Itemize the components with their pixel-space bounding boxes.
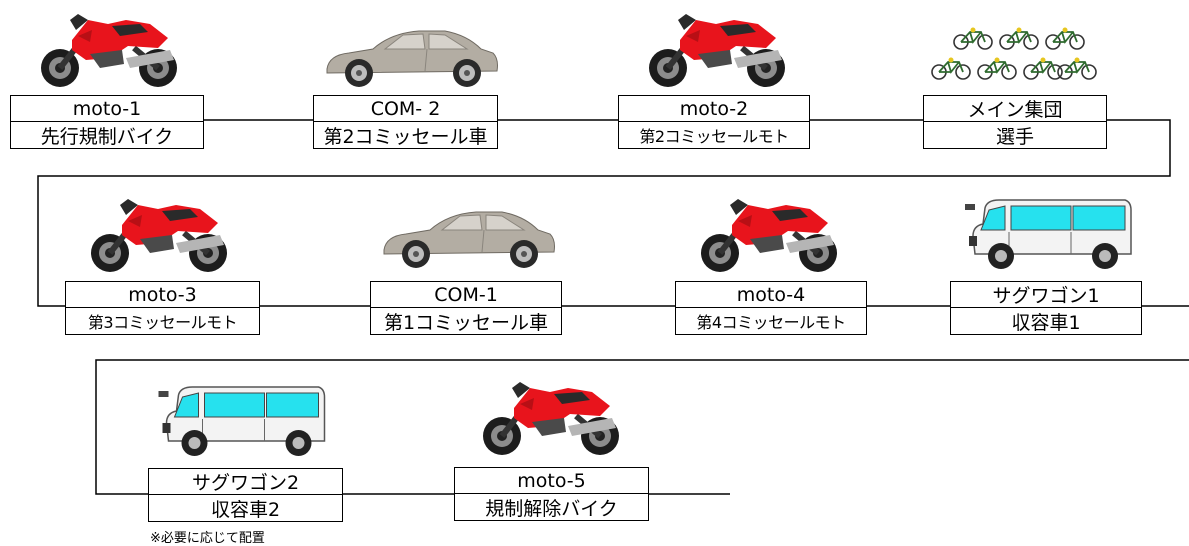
car-icon bbox=[326, 30, 498, 88]
unit-code: moto-1 bbox=[11, 96, 203, 122]
unit-role: 先行規制バイク bbox=[40, 125, 174, 148]
motorcycle-icon bbox=[472, 378, 632, 458]
motorcycle-icon bbox=[690, 195, 850, 275]
placement-note: ※必要に応じて配置 bbox=[150, 531, 265, 546]
label-box: moto-5 規制解除バイク bbox=[454, 467, 649, 521]
unit-code: moto-3 bbox=[66, 282, 259, 308]
unit-role: 規制解除バイク bbox=[485, 497, 618, 520]
motorcycle-icon bbox=[80, 195, 240, 275]
unit-code: サグワゴン1 bbox=[951, 282, 1141, 308]
label-box: サグワゴン2 収容車2 bbox=[148, 468, 343, 522]
label-box: moto-1 先行規制バイク bbox=[10, 95, 204, 149]
unit-code: COM- 2 bbox=[314, 96, 497, 122]
unit-code: moto-2 bbox=[619, 96, 809, 122]
unit-role: 選手 bbox=[995, 125, 1034, 148]
unit-code: moto-4 bbox=[676, 282, 866, 308]
label-box: moto-2 第2コミッセールモト bbox=[618, 95, 810, 149]
label-box: moto-4 第4コミッセールモト bbox=[675, 281, 867, 335]
label-box: moto-3 第3コミッセールモト bbox=[65, 281, 260, 335]
unit-role: 第2コミッセール車 bbox=[323, 125, 488, 148]
label-box: COM- 2 第2コミッセール車 bbox=[313, 95, 498, 149]
van-icon bbox=[157, 386, 326, 457]
unit-code: moto-5 bbox=[455, 468, 648, 494]
unit-role: 第3コミッセールモト bbox=[87, 313, 238, 332]
unit-role: 第1コミッセール車 bbox=[383, 311, 549, 334]
motorcycle-icon bbox=[638, 10, 798, 90]
unit-role: 収容車1 bbox=[1011, 311, 1081, 334]
unit-role: 第4コミッセールモト bbox=[696, 313, 846, 332]
label-box: COM-1 第1コミッセール車 bbox=[370, 281, 562, 335]
unit-code: サグワゴン2 bbox=[149, 469, 342, 495]
van-icon bbox=[965, 199, 1132, 270]
unit-code: メイン集団 bbox=[924, 96, 1106, 122]
unit-role: 第2コミッセールモト bbox=[639, 127, 789, 146]
label-box: サグワゴン1 収容車1 bbox=[950, 281, 1142, 335]
car-icon bbox=[383, 211, 555, 269]
unit-code: COM-1 bbox=[371, 282, 561, 308]
motorcycle-icon bbox=[30, 10, 190, 90]
unit-role: 収容車2 bbox=[210, 498, 281, 521]
bicycles-icon bbox=[929, 22, 1099, 88]
label-box: メイン集団 選手 bbox=[923, 95, 1107, 149]
